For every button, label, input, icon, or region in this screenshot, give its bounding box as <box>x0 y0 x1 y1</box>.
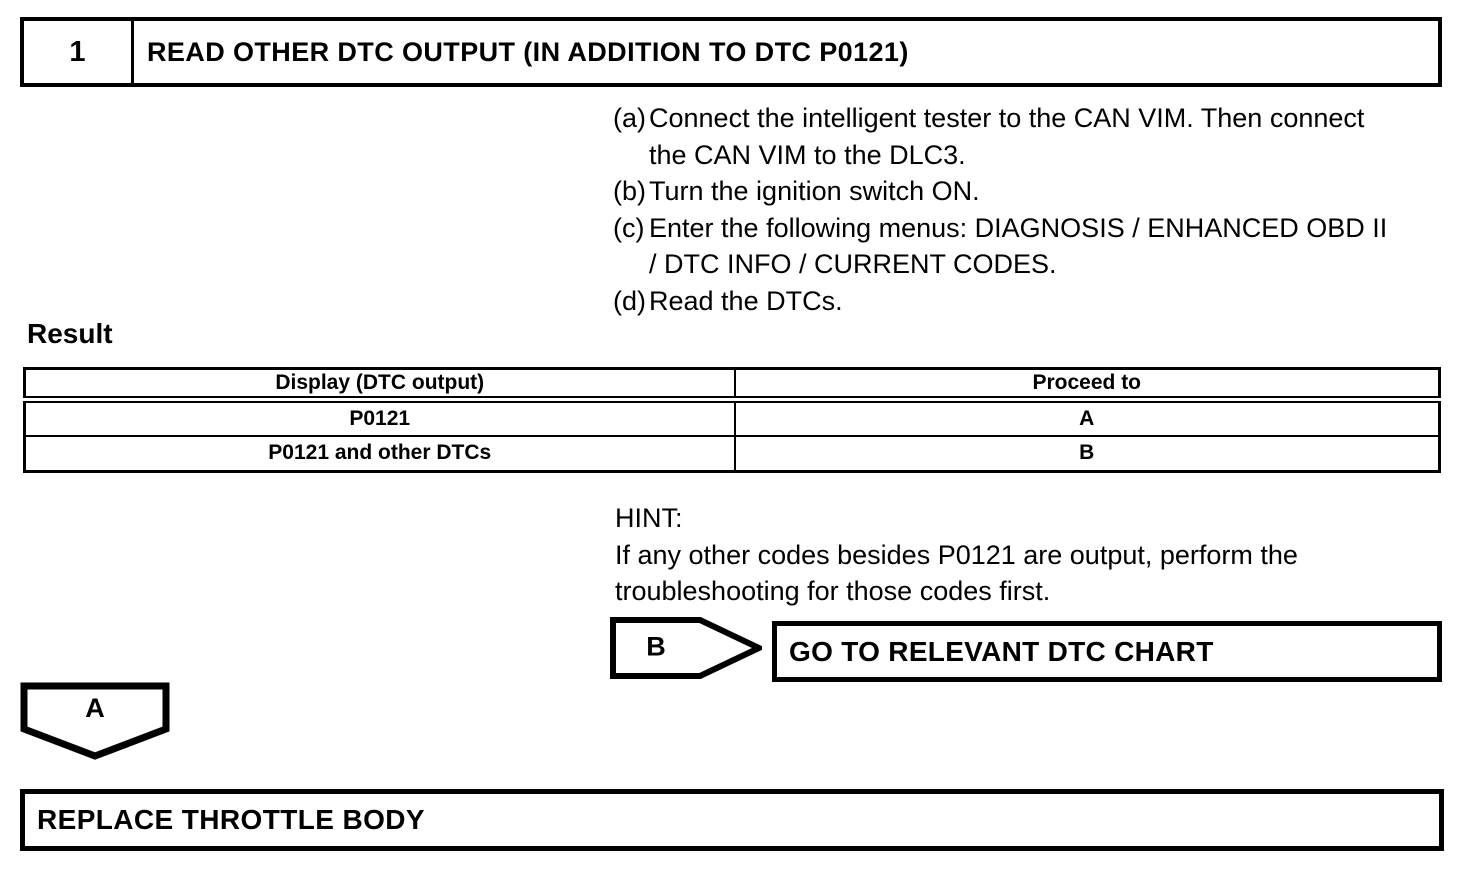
replace-throttle-body-box: REPLACE THROTTLE BODY <box>20 789 1444 851</box>
result-heading: Result <box>27 318 113 349</box>
column-header-display: Display (DTC output) <box>23 367 736 403</box>
step-label: (c) <box>613 212 645 243</box>
step-header: 1 READ OTHER DTC OUTPUT (IN ADDITION TO … <box>20 17 1442 87</box>
down-pointer-pentagon-icon <box>20 682 170 760</box>
cell-proceed-to: B <box>733 434 1441 473</box>
table-header-row: Display (DTC output) Proceed to <box>23 367 1441 403</box>
step-label: (a) <box>613 103 646 133</box>
hint-block: HINT: If any other codes besides P0121 a… <box>615 500 1390 610</box>
table-row: P0121 and other DTCs B <box>23 434 1441 473</box>
column-header-proceed-to: Proceed to <box>733 367 1441 403</box>
step-text: Connect the intelligent tester to the CA… <box>649 103 1365 170</box>
cell-proceed-to: A <box>733 398 1441 437</box>
procedure-step-a: (a) Connect the intelligent tester to th… <box>613 100 1403 173</box>
step-text: Turn the ignition switch ON. <box>649 176 980 207</box>
procedure-step-b: (b) Turn the ignition switch ON. <box>613 173 1403 210</box>
procedure-step-d: (d) Read the DTCs. <box>613 283 1403 320</box>
table-row: P0121 A <box>23 398 1441 437</box>
hint-text: If any other codes besides P0121 are out… <box>615 539 1298 607</box>
hint-label: HINT: <box>615 503 683 533</box>
result-table: Display (DTC output) Proceed to P0121 A … <box>23 367 1441 473</box>
step-number: 1 <box>24 21 134 83</box>
goto-relevant-dtc-chart-box: GO TO RELEVANT DTC CHART <box>772 621 1442 682</box>
cell-display: P0121 <box>23 398 736 437</box>
right-arrow-pentagon-icon <box>610 617 762 679</box>
step-text: Read the DTCs. <box>649 285 843 316</box>
cell-display: P0121 and other DTCs <box>23 434 736 473</box>
step-label: (b) <box>613 176 646 207</box>
procedure-steps: (a) Connect the intelligent tester to th… <box>613 100 1403 320</box>
step-label: (d) <box>613 285 646 316</box>
branch-b-label: B <box>646 631 666 662</box>
branch-a-connector: A <box>20 682 170 760</box>
step-text: Enter the following menus: DIAGNOSIS / E… <box>649 212 1388 280</box>
step-title: READ OTHER DTC OUTPUT (IN ADDITION TO DT… <box>147 36 909 67</box>
procedure-step-c: (c) Enter the following menus: DIAGNOSIS… <box>613 210 1403 283</box>
branch-b-connector: B <box>610 617 762 679</box>
branch-a-label: A <box>85 693 105 723</box>
